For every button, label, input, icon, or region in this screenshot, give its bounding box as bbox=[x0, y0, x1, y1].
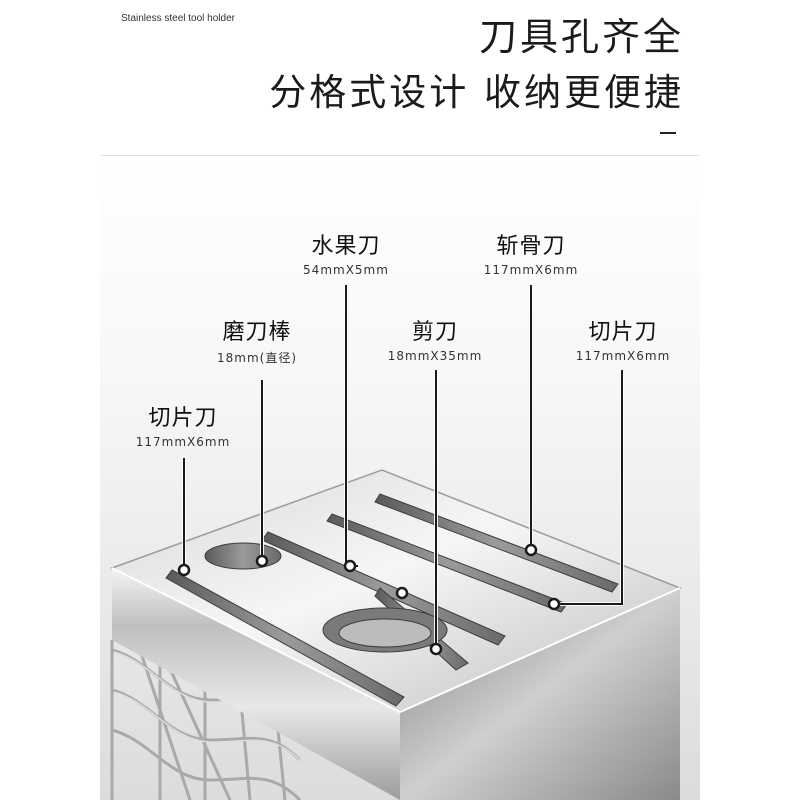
callout-dimension: 18mmX35mm bbox=[387, 349, 483, 363]
callout-scissors: 剪刀 18mmX35mm bbox=[370, 314, 500, 363]
callout-name: 切片刀 bbox=[588, 320, 658, 345]
marker-dot bbox=[255, 554, 269, 568]
callout-slicer-right: 切片刀 117mmX6mm bbox=[558, 314, 688, 363]
callout-name: 切片刀 bbox=[148, 406, 218, 431]
callout-name: 剪刀 bbox=[411, 320, 458, 345]
callout-name: 水果刀 bbox=[311, 234, 381, 259]
callout-name: 斩骨刀 bbox=[496, 234, 566, 259]
callout-sharpening-rod: 磨刀棒 18mm(直径) bbox=[192, 314, 322, 366]
block-side bbox=[400, 588, 680, 800]
title-underline bbox=[660, 132, 676, 134]
callout-dimension: 54mmX5mm bbox=[303, 263, 389, 277]
marker-dot bbox=[177, 563, 191, 577]
brand-label: Stainless steel tool holder bbox=[121, 13, 235, 24]
callout-dimension: 18mm(直径) bbox=[216, 351, 297, 365]
callout-name: 磨刀棒 bbox=[222, 320, 292, 345]
callout-slicer-left: 切片刀 117mmX6mm bbox=[118, 400, 248, 449]
callout-bone-chopper: 斩骨刀 117mmX6mm bbox=[466, 228, 596, 277]
callout-fruit-knife: 水果刀 54mmX5mm bbox=[286, 228, 406, 277]
marker-dot bbox=[524, 543, 538, 557]
leader-slicer-right bbox=[554, 370, 623, 605]
callout-dimension: 117mmX6mm bbox=[575, 349, 671, 363]
block-front bbox=[112, 568, 400, 800]
marker-dot bbox=[429, 642, 443, 656]
marker-dot bbox=[343, 559, 357, 573]
headline-primary: 刀具孔齐全 bbox=[478, 15, 684, 59]
divider bbox=[100, 155, 700, 156]
callout-dimension: 117mmX6mm bbox=[483, 263, 579, 277]
marker-dot bbox=[395, 586, 409, 600]
callout-dimension: 117mmX6mm bbox=[135, 435, 231, 449]
marker-dot bbox=[547, 597, 561, 611]
headline-secondary: 分格式设计 收纳更便捷 bbox=[269, 71, 684, 114]
